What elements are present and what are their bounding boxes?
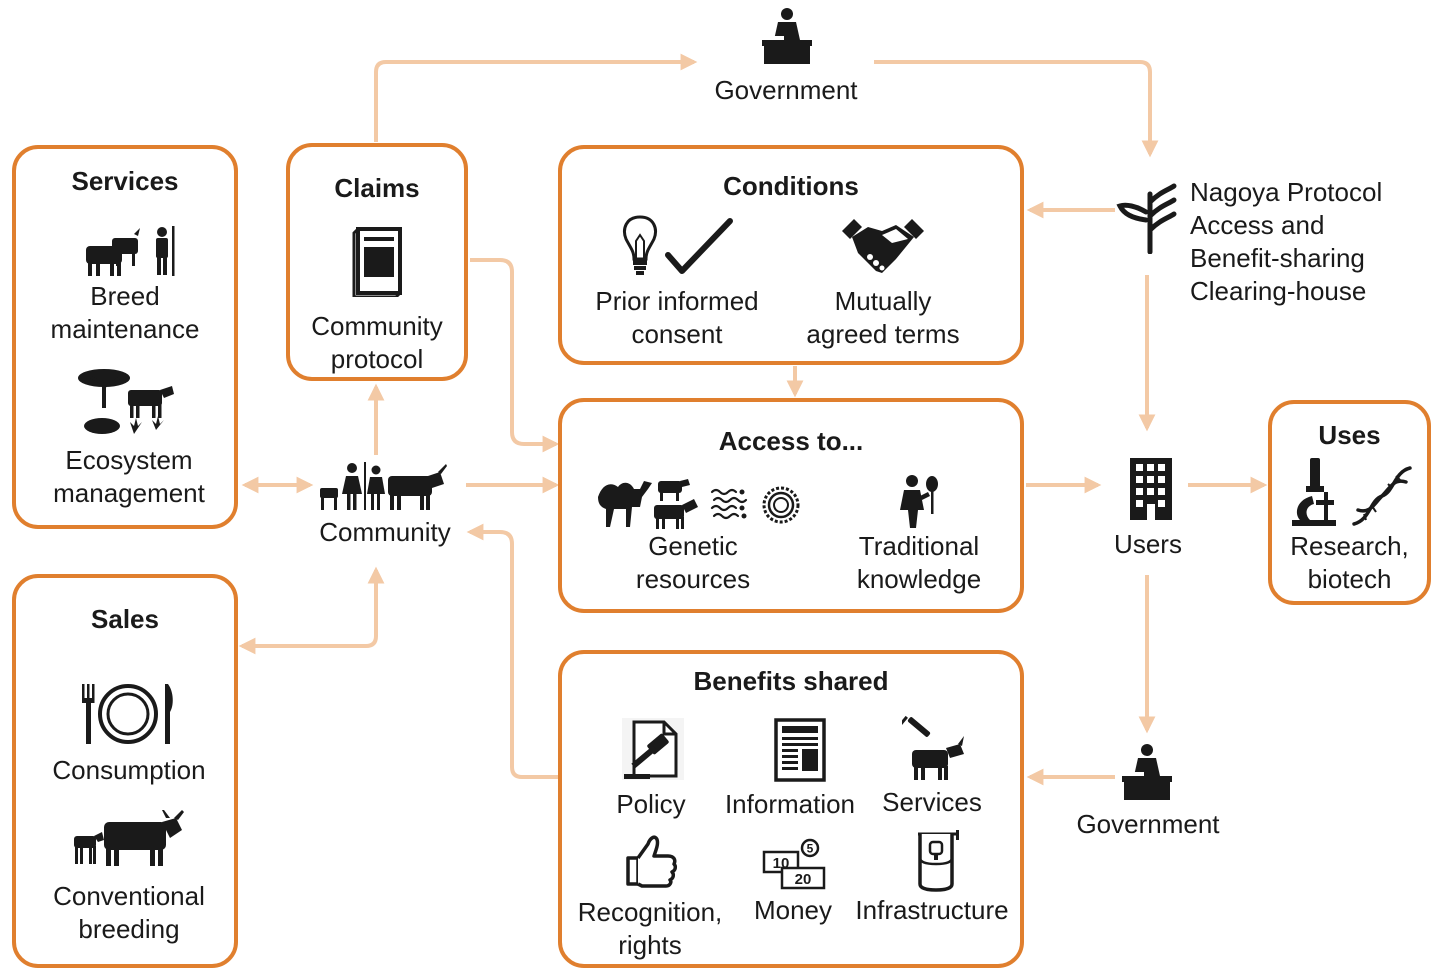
benefits-title: Benefits shared xyxy=(693,666,889,696)
benefit-services-label: Services xyxy=(882,787,982,817)
camel-cattle-icon xyxy=(596,477,702,529)
money-label: Money xyxy=(753,895,833,925)
users-node: Users xyxy=(1100,456,1196,566)
government-desk-icon xyxy=(1120,742,1174,800)
sales-box: Sales Consumption xyxy=(12,574,238,968)
uses-title: Uses xyxy=(1318,420,1381,450)
money-icon-note-10-text: 10 xyxy=(773,855,790,872)
community-label: Community xyxy=(319,517,451,547)
lightbulb-check-icon xyxy=(620,215,738,279)
traditional-knowledge-label: Traditional knowledge xyxy=(856,531,982,594)
breed-maintenance-label: Breed maintenance xyxy=(50,281,200,344)
infrastructure-label: Infrastructure xyxy=(855,895,1009,925)
sales-title: Sales xyxy=(91,604,159,634)
community-node: Community xyxy=(300,458,470,558)
ecosystem-management-label: Ecosystem management xyxy=(53,445,205,508)
government-top-label: Government xyxy=(714,75,858,105)
arrow-benefits-to-community xyxy=(466,523,558,779)
arrow-claims-to-access xyxy=(470,258,560,453)
government-bottom-node: Government xyxy=(1060,742,1240,846)
access-title: Access to... xyxy=(718,426,864,456)
nagoya-clearinghouse-label: Nagoya Protocol Access and Benefit-shari… xyxy=(1190,177,1383,306)
policy-label: Policy xyxy=(616,789,686,819)
government-bottom-label: Government xyxy=(1076,809,1220,839)
prior-informed-consent-label: Prior informed consent xyxy=(595,286,759,349)
government-desk-icon xyxy=(760,6,814,64)
research-biotech-label: Research, biotech xyxy=(1290,531,1409,594)
arrow-government-to-clearinghouse xyxy=(874,60,1159,158)
cattle-icon xyxy=(70,808,188,866)
nagoya-clearinghouse-node: Nagoya Protocol Access and Benefit-shari… xyxy=(1116,172,1416,312)
microbes-icon xyxy=(710,486,750,524)
money-icon-note-20-text: 20 xyxy=(795,871,812,888)
access-box: Access to... xyxy=(558,398,1024,613)
arrow-community-sales xyxy=(238,566,385,655)
water-tower-icon xyxy=(912,828,962,894)
arrow-claims-to-government xyxy=(374,53,698,142)
recognition-rights-label: Recognition, rights xyxy=(577,897,723,960)
gavel-document-icon xyxy=(620,716,686,782)
newspaper-icon xyxy=(774,718,826,782)
dna-icon xyxy=(1350,464,1414,528)
vaccine-cow-icon xyxy=(902,714,968,782)
money-icon: 5 10 20 xyxy=(762,838,828,890)
conditions-title: Conditions xyxy=(723,171,859,201)
conditions-box: Conditions Prior informed consent xyxy=(558,145,1024,365)
services-box: Services Breed maintenance xyxy=(12,145,238,529)
claims-box: Claims Community protocol xyxy=(286,143,468,381)
cattle-herder-icon xyxy=(82,224,178,278)
benefits-box: Benefits shared Policy xyxy=(558,650,1024,968)
handshake-icon xyxy=(838,213,928,279)
microscope-icon xyxy=(1288,456,1340,528)
plate-cutlery-icon xyxy=(78,682,178,746)
tree-cattle-icon xyxy=(76,364,178,438)
genetic-resources-label: Genetic resources xyxy=(635,531,751,594)
information-label: Information xyxy=(724,789,856,819)
cell-icon xyxy=(760,484,802,526)
users-label: Users xyxy=(1114,529,1182,559)
abs-leaf-logo-icon xyxy=(1116,182,1178,254)
community-protocol-label: Community protocol xyxy=(311,311,443,374)
services-title: Services xyxy=(71,166,179,196)
community-livestock-icon xyxy=(318,458,450,514)
mutually-agreed-terms-label: Mutually agreed terms xyxy=(806,286,960,349)
consumption-label: Consumption xyxy=(52,755,206,785)
booklet-icon xyxy=(352,225,404,297)
money-icon-coin-text: 5 xyxy=(807,842,814,856)
uses-box: Uses xyxy=(1268,400,1431,605)
building-icon xyxy=(1128,456,1174,522)
government-top-node: Government xyxy=(696,6,876,106)
claims-title: Claims xyxy=(334,173,420,203)
thumbs-up-icon xyxy=(624,834,678,888)
conventional-breeding-label: Conventional breeding xyxy=(53,881,205,944)
person-plant-icon xyxy=(898,474,944,530)
